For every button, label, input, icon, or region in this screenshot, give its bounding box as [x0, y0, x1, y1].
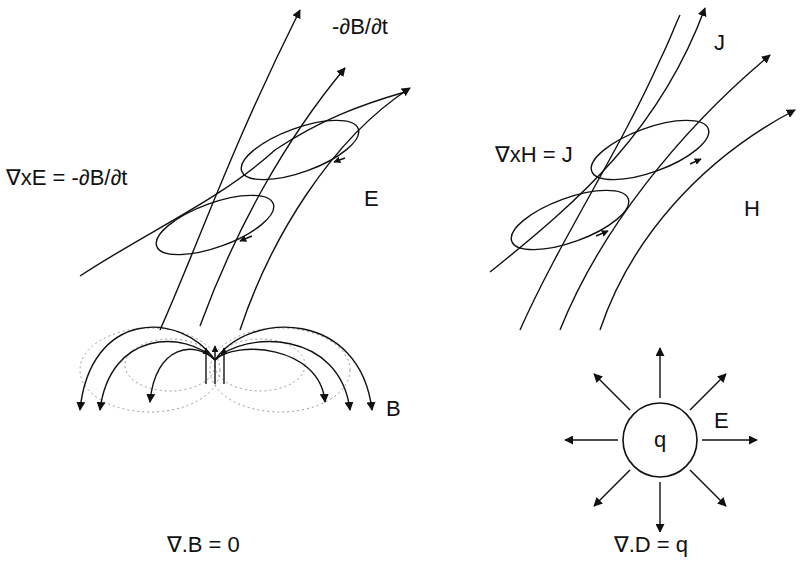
equation-label: ∇xH = J — [493, 142, 575, 168]
equation-label: ∇.D = q — [612, 532, 690, 558]
equation-label: ∇xE = -∂B/∂t — [4, 165, 129, 191]
equation-label: ∇.B = 0 — [165, 532, 242, 558]
charge-label: q — [654, 427, 666, 453]
rate-label: -∂B/∂t — [330, 14, 390, 40]
field-label: J — [712, 30, 727, 56]
field-label: B — [384, 396, 403, 422]
field-label: E — [712, 408, 731, 434]
field-label: E — [362, 186, 381, 212]
field-label: H — [742, 196, 762, 222]
charge-circle: q — [622, 402, 698, 478]
